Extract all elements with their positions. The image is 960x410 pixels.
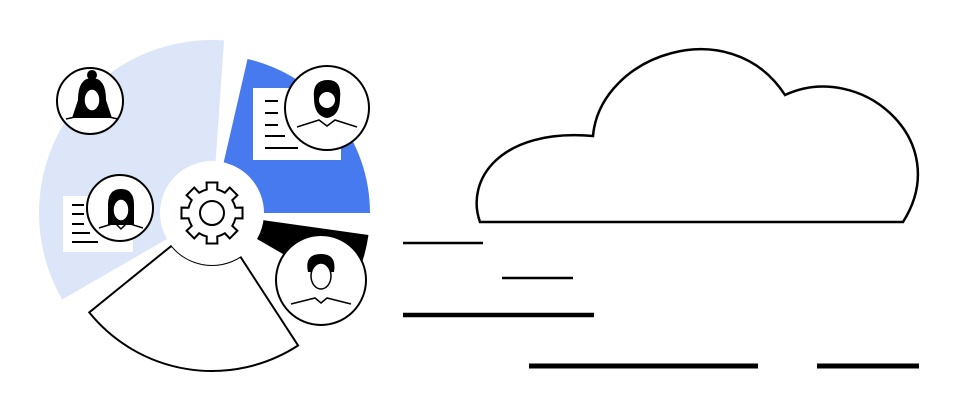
gear-hole: [199, 200, 225, 226]
avatar-man: [275, 234, 367, 326]
avatar-woman: [86, 174, 154, 242]
wind-lines: [403, 241, 919, 369]
avatar-man-beard: [284, 65, 370, 151]
pie-sector-white: [87, 244, 300, 372]
cloud-icon: [475, 48, 919, 224]
avatar-woman-bun: [56, 67, 124, 135]
gear-icon: [180, 181, 244, 245]
